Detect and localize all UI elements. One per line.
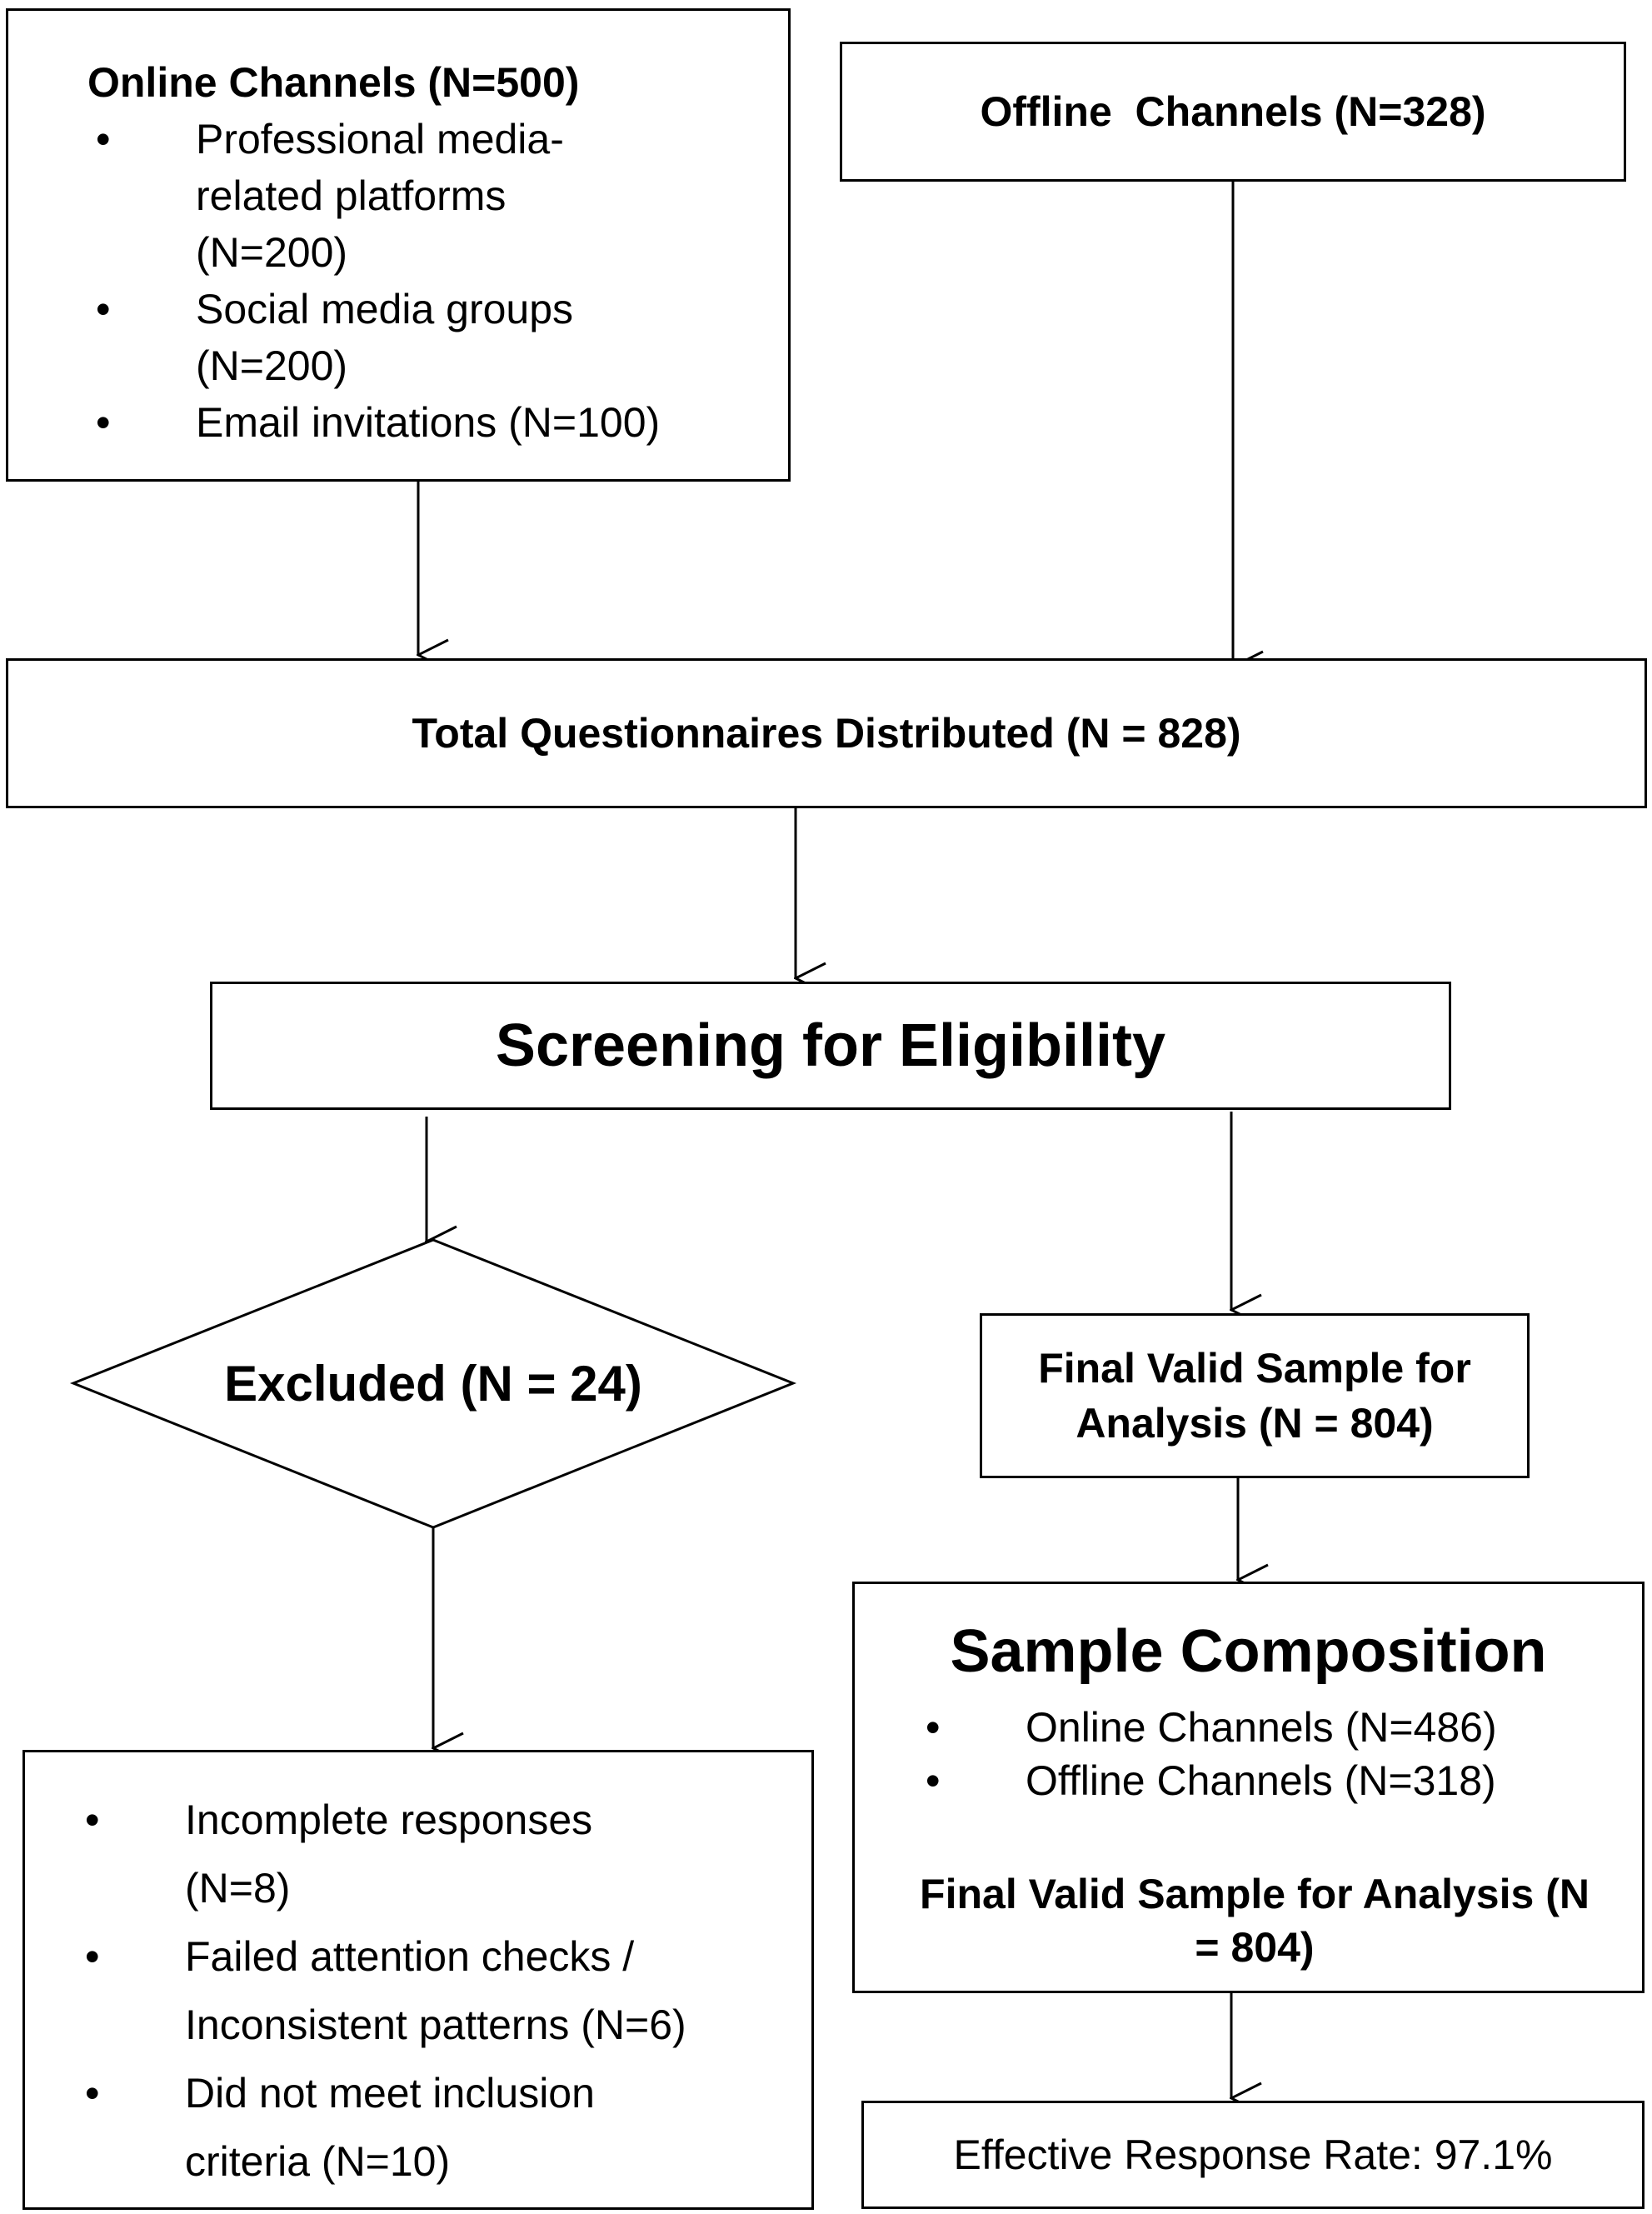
screening-title: Screening for Eligibility (495, 1012, 1166, 1079)
final-valid-sample-box: Final Valid Sample for Analysis (N = 804… (980, 1313, 1530, 1478)
sample-composition-footer: Final Valid Sample for Analysis (N = 804… (920, 1871, 1590, 1971)
online-channels-list: Professional media-related platforms (N=… (96, 111, 729, 451)
response-rate-text: Effective Response Rate: 97.1% (953, 2132, 1553, 2178)
list-item: Professional media-related platforms (N=… (96, 111, 662, 281)
list-item: Offline Channels (N=318) (926, 1754, 1497, 1807)
final-valid-sample-title: Final Valid Sample for Analysis (N = 804… (1038, 1345, 1471, 1447)
list-item: Did not meet inclusion criteria (N=10) (85, 2059, 685, 2196)
offline-channels-box: Offline Channels (N=328) (840, 42, 1626, 182)
sample-composition-box: Sample Composition Online Channels (N=48… (852, 1582, 1645, 1993)
list-item: Social media groups (N=200) (96, 281, 729, 394)
offline-channels-title: Offline Channels (N=328) (980, 88, 1486, 135)
screening-box: Screening for Eligibility (210, 982, 1451, 1110)
list-item: Email invitations (N=100) (96, 394, 729, 451)
total-questionnaires-box: Total Questionnaires Distributed (N = 82… (6, 658, 1647, 808)
excluded-diamond-shape (69, 1238, 797, 1529)
sample-composition-list: Online Channels (N=486) Offline Channels… (926, 1701, 1497, 1807)
exclusion-reasons-list: Incomplete responses (N=8) Failed attent… (85, 1786, 801, 2196)
list-item: Incomplete responses (N=8) (85, 1786, 685, 1922)
list-item: Online Channels (N=486) (926, 1701, 1497, 1754)
excluded-title: Excluded (N = 24) (224, 1355, 642, 1412)
total-questionnaires-title: Total Questionnaires Distributed (N = 82… (412, 710, 1241, 757)
online-channels-box: Online Channels (N=500) Professional med… (6, 8, 791, 482)
sample-composition-title: Sample Composition (950, 1618, 1547, 1685)
exclusion-reasons-box: Incomplete responses (N=8) Failed attent… (22, 1750, 814, 2210)
response-rate-box: Effective Response Rate: 97.1% (861, 2101, 1645, 2209)
list-item: Failed attention checks / Inconsistent p… (85, 1922, 801, 2059)
online-channels-title: Online Channels (N=500) (87, 59, 580, 106)
